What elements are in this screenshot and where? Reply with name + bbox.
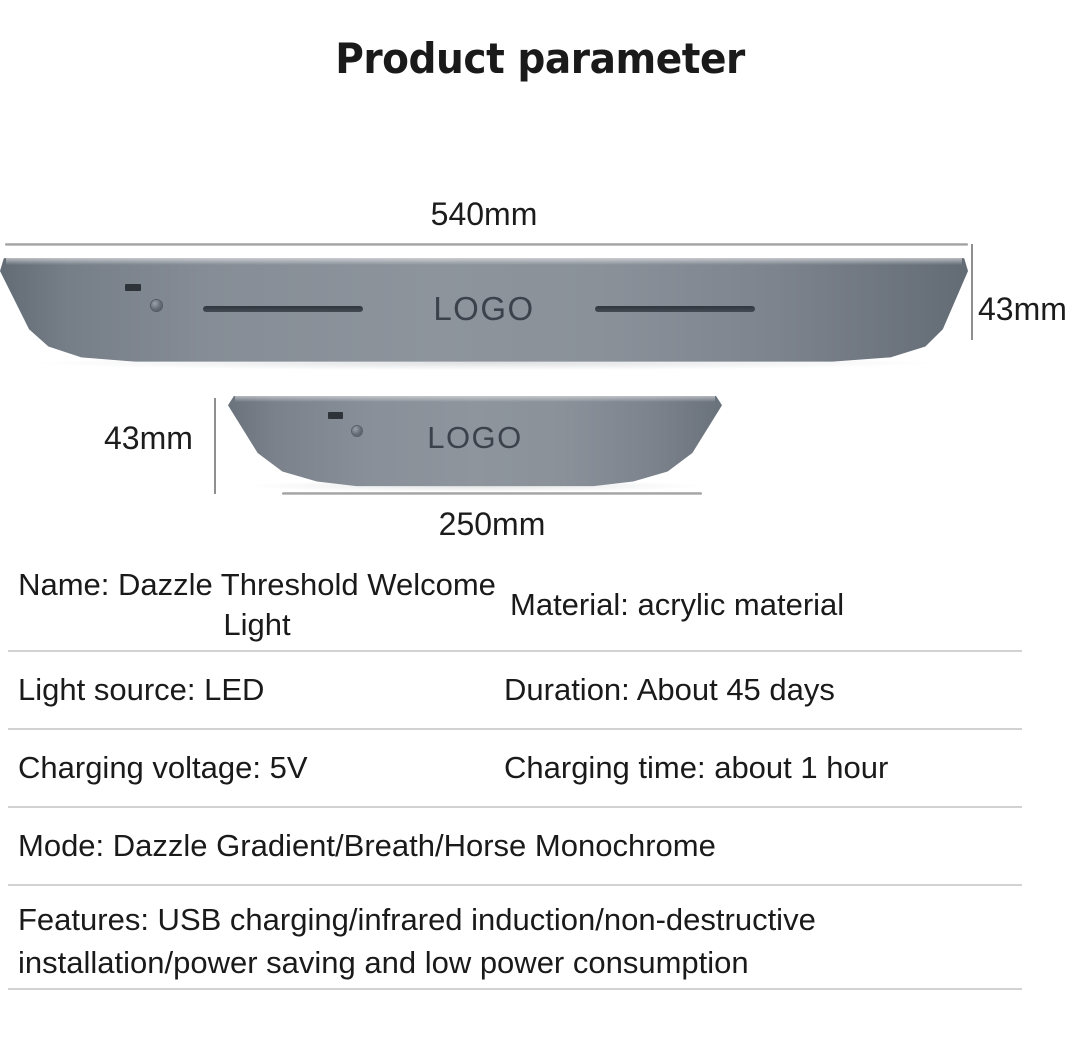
table-row: Mode: Dazzle Gradient/Breath/Horse Monoc… <box>8 808 1022 886</box>
spec-name-value: Name: Dazzle Threshold Welcome Light <box>18 567 496 642</box>
indicator-dot-icon-small <box>352 426 362 436</box>
dimension-line-height-small <box>214 398 216 494</box>
specification-table: Name: Dazzle Threshold Welcome Light Mat… <box>0 560 1080 990</box>
infrared-sensor-window-icon-small <box>328 412 343 419</box>
dimension-label-width-540: 540mm <box>430 196 538 232</box>
table-row: Name: Dazzle Threshold Welcome Light Mat… <box>8 560 1022 652</box>
dimension-label-height-43-small: 43mm <box>104 420 193 456</box>
light-slot-right <box>595 306 755 312</box>
spec-charging-time-value: Charging time: about 1 hour <box>504 750 889 786</box>
small-bar-body <box>228 396 722 487</box>
spec-material-value: Material: acrylic material <box>510 587 845 623</box>
dimension-line-width-540 <box>5 243 968 246</box>
small-bar-logo-text: LOGO <box>427 420 523 455</box>
light-slot-left <box>203 306 363 312</box>
big-bar-top-highlight <box>5 258 963 265</box>
table-row: Features: USB charging/infrared inductio… <box>8 886 1022 990</box>
table-row: Charging voltage: 5V Charging time: abou… <box>8 730 1022 808</box>
spec-charging-voltage-value: Charging voltage: 5V <box>18 750 308 786</box>
dimension-label-height-43-big: 43mm <box>978 291 1067 327</box>
dimension-label-width-250: 250mm <box>438 506 546 542</box>
page-title: Product parameter <box>335 34 745 83</box>
table-row: Light source: LED Duration: About 45 day… <box>8 652 1022 730</box>
small-bar-top-highlight <box>234 396 716 402</box>
product-diagram: 540mm 43mm LOGO 43mm LOGO 250mm <box>0 196 1067 542</box>
product-bar-small: LOGO <box>228 396 722 488</box>
spec-mode-value: Mode: Dazzle Gradient/Breath/Horse Monoc… <box>18 828 716 864</box>
dimension-line-height-big <box>971 244 973 340</box>
spec-duration-value: Duration: About 45 days <box>504 672 835 708</box>
spec-light-source-value: Light source: LED <box>18 672 265 708</box>
dimension-line-width-250 <box>282 492 702 495</box>
spec-features-value: Features: USB charging/infrared inductio… <box>18 902 816 981</box>
product-bar-large: LOGO <box>0 258 968 366</box>
big-bar-logo-text: LOGO <box>433 290 535 327</box>
indicator-dot-icon <box>151 300 162 311</box>
infrared-sensor-window-icon <box>125 284 141 291</box>
big-bar-body <box>0 258 968 362</box>
